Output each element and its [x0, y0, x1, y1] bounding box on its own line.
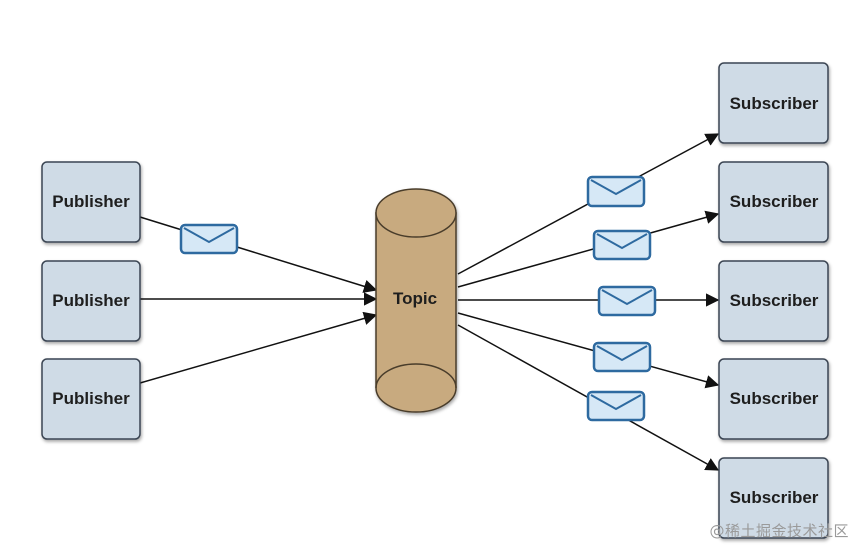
topic-top: [375, 188, 457, 238]
publisher-node: [41, 161, 141, 243]
watermark: @稀土掘金技术社区: [709, 522, 849, 540]
subscriber-node: [718, 457, 829, 539]
envelope-icon: [592, 229, 652, 261]
publisher-label: Publisher: [52, 291, 130, 310]
connector-subscriber-2: [457, 210, 720, 288]
envelope-icon: [179, 223, 239, 255]
topic-label: Topic: [393, 289, 437, 308]
publisher-node: [41, 358, 141, 440]
subscriber-node: [718, 260, 829, 342]
subscriber-node: [718, 161, 829, 243]
subscriber-label: Subscriber: [730, 94, 819, 113]
connector-subscriber-4: [457, 312, 720, 389]
topic-cylinder: [375, 188, 457, 413]
subscriber-box: [718, 62, 829, 144]
envelope-icon: [597, 285, 657, 317]
subscriber-box: [718, 260, 829, 342]
subscriber-box: [718, 457, 829, 539]
subscriber-label: Subscriber: [730, 389, 819, 408]
subscriber-node: [718, 358, 829, 440]
subscriber-label: Subscriber: [730, 488, 819, 507]
subscriber-box: [718, 358, 829, 440]
connector-publisher-3: [139, 311, 378, 384]
envelope-icon: [592, 341, 652, 373]
publisher-node: [41, 260, 141, 342]
subscriber-label: Subscriber: [730, 192, 819, 211]
publisher-box: [41, 358, 141, 440]
envelope-icon: [586, 390, 646, 422]
subscriber-label: Subscriber: [730, 291, 819, 310]
envelope-icon: [586, 175, 646, 208]
publisher-connectors: [139, 216, 378, 384]
subscriber-box: [718, 161, 829, 243]
topic-bottom-rim: [375, 363, 457, 389]
subscriber-node: [718, 62, 829, 144]
publisher-box: [41, 161, 141, 243]
topic-body: [375, 212, 457, 413]
publisher-label: Publisher: [52, 389, 130, 408]
publisher-label: Publisher: [52, 192, 130, 211]
publisher-box: [41, 260, 141, 342]
connector-publisher-1: [139, 216, 378, 293]
